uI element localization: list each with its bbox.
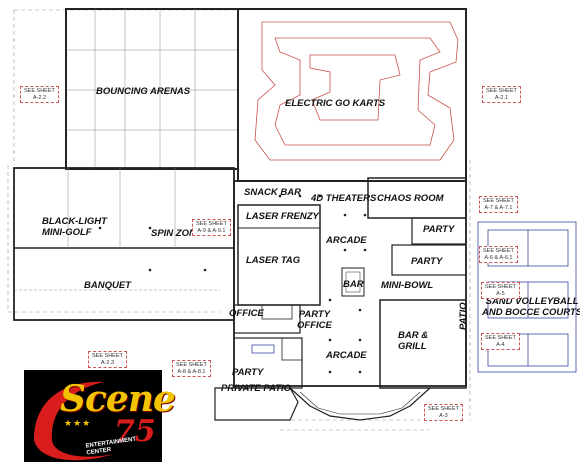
- room-laser-frenzy: LASER FRENZY: [246, 211, 319, 222]
- room-sand-volleyball-bocce: SAND VOLLEYBALL AND BOCCE COURTS: [482, 296, 580, 318]
- room-electric-go-karts: ELECTRIC GO KARTS: [285, 98, 386, 109]
- room-banquet: BANQUET: [84, 280, 131, 291]
- sheet-ref-a4: SEE SHEET A-4: [481, 333, 520, 350]
- room-laser-tag: LASER TAG: [246, 255, 301, 266]
- logo-number: 75: [114, 414, 156, 449]
- sheet-ref-a2-3: SEE SHEET A-2.3: [88, 351, 127, 368]
- logo-stars: ★★★: [64, 418, 92, 428]
- room-chaos-room: CHAOS ROOM: [377, 193, 444, 204]
- scene75-logo: Scene ★★★ 75 ENTERTAINMENT CENTER: [24, 370, 176, 462]
- room-party-office: PARTY OFFICE: [297, 309, 332, 331]
- logo-word: Scene: [60, 378, 176, 420]
- sheet-ref-a6: SEE SHEET A-6 & A-6.1: [479, 246, 518, 263]
- room-bouncing-arenas: BOUNCING ARENAS: [96, 86, 191, 97]
- room-bar: BAR: [343, 279, 364, 290]
- room-party-2: PARTY: [411, 256, 443, 267]
- sheet-ref-a2-1: SEE SHEET A-2.1: [482, 86, 521, 103]
- center-core: [98, 177, 467, 389]
- sheet-ref-a8: SEE SHEET A-8 & A-8.1: [172, 360, 211, 377]
- room-spin-zone: SPIN ZONE: [151, 228, 203, 239]
- room-party-1: PARTY: [423, 224, 455, 235]
- go-kart-building: [237, 8, 467, 182]
- sheet-ref-a7: SEE SHEET A-7 & A-7.1: [479, 196, 518, 213]
- room-private-patio: PRIVATE PATIO: [221, 383, 292, 394]
- sheet-ref-a5: SEE SHEET A-5: [481, 282, 520, 299]
- room-black-light-mini-golf: BLACK-LIGHT MINI-GOLF: [42, 216, 107, 238]
- room-arcade-top: ARCADE: [326, 235, 367, 246]
- room-office: OFFICE: [229, 308, 264, 319]
- private-patio-bay: [214, 387, 431, 421]
- room-party-3: PARTY: [232, 367, 264, 378]
- room-mini-bowl: MINI-BOWL: [381, 280, 434, 291]
- room-arcade-bottom: ARCADE: [326, 350, 367, 361]
- room-bar-grill: BAR & GRILL: [398, 330, 429, 352]
- room-patio: PATIO: [458, 302, 469, 330]
- logo-swoosh: [34, 381, 114, 461]
- sheet-ref-a3: SEE SHEET A-3: [424, 404, 463, 421]
- room-snack-bar: SNACK BAR: [244, 187, 301, 198]
- room-4d-theaters: 4D THEATERS: [311, 193, 377, 204]
- sheet-ref-a9: SEE SHEET A-9 & A-9.1: [192, 219, 231, 236]
- left-wing: [13, 167, 235, 321]
- sheet-ref-a2-2: SEE SHEET A-2.2: [20, 86, 59, 103]
